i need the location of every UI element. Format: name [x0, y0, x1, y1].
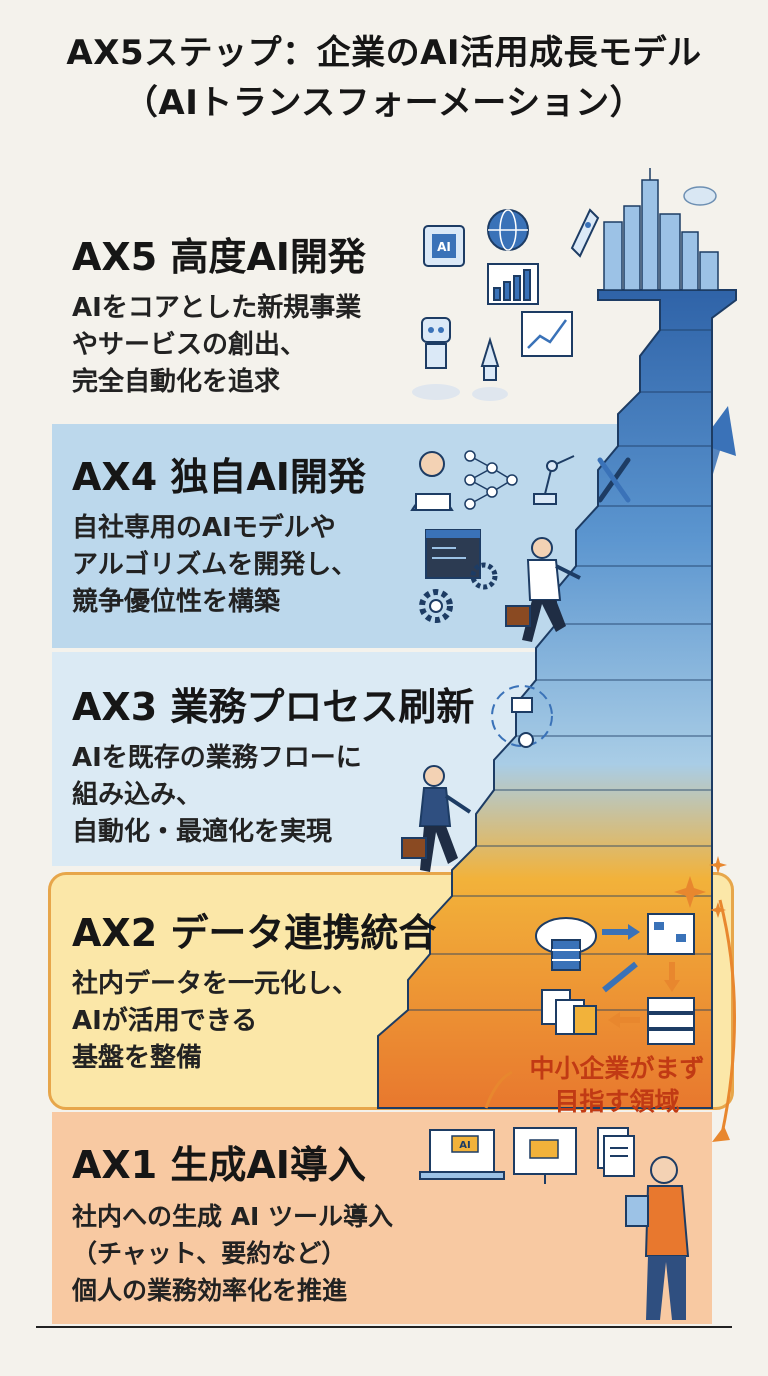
stage-ax2-heading: AX2 データ連携統合: [72, 911, 437, 955]
stage-ax3: AX3 業務プロセス刷新 AIを既存の業務フローに 組み込み、 自動化・最適化を…: [72, 682, 474, 851]
document-stack-icon: [597, 1127, 635, 1177]
stage-ax2-description: 社内データを一元化し、 AIが活用できる 基盤を整備: [72, 969, 359, 1073]
arrow-down-icon: [664, 962, 680, 992]
tools-icon: [597, 457, 631, 503]
process-flow-icon: [491, 685, 553, 748]
arrow-right-icon: [602, 924, 640, 940]
stage-ax1: AX1 生成AI導入 社内への生成 AI ツール導入 （チャット、要約など） 個…: [72, 1140, 393, 1309]
title-line-1: AX5ステップ：企業のAI活用成長モデル: [66, 33, 702, 73]
bottom-divider: [36, 1326, 732, 1328]
callout-arrowhead: [712, 1126, 730, 1142]
stage-ax4-heading: AX4 独自AI開発: [72, 455, 366, 499]
rocket-launch-icon: [472, 336, 508, 401]
flowchart-icon: [647, 913, 695, 955]
bar-chart-icon: [487, 263, 539, 305]
gear-icon: [419, 562, 498, 623]
ai-chip-label: AI: [437, 240, 451, 254]
robot-icon: [412, 317, 460, 400]
city-skyline-icon: [603, 168, 719, 291]
rocket-icon: [570, 208, 600, 258]
neural-network-icon: [464, 450, 518, 510]
laptop-ai-chat-icon: AI: [419, 1129, 505, 1180]
engineer-laptop-icon: [410, 451, 454, 511]
globe-icon: [487, 209, 529, 251]
title-line-2: （AIトランスフォーメーション）: [123, 83, 645, 123]
stage-ax4-description: 自社専用のAIモデルや アルゴリズムを開発し、 競争優位性を構築: [72, 513, 358, 617]
ai-chip-icon: AI: [423, 225, 465, 267]
businesswoman-climbing-icon: [401, 765, 472, 872]
sparkle-icon: [674, 856, 727, 918]
server-icon: [647, 997, 695, 1045]
document-icon: [541, 989, 597, 1035]
monitor-chat-icon: [513, 1127, 577, 1184]
stage-ax5-heading: AX5 高度AI開発: [72, 235, 366, 279]
stage-ax3-description: AIを既存の業務フローに 組み込み、 自動化・最適化を実現: [72, 743, 362, 847]
robot-arm-icon: [533, 455, 575, 505]
stage-ax2: AX2 データ連携統合 社内データを一元化し、 AIが活用できる 基盤を整備: [72, 908, 436, 1077]
cloud-icon: [683, 186, 717, 206]
laptop-ai-label: AI: [459, 1140, 470, 1151]
stage-ax4: AX4 独自AI開発 自社専用のAIモデルや アルゴリズムを開発し、 競争優位性…: [72, 452, 366, 621]
callout-arrow-icon: [484, 899, 736, 1135]
code-window-icon: [425, 529, 481, 579]
stage-ax1-description: 社内への生成 AI ツール導入 （チャット、要約など） 個人の業務効率化を推進: [72, 1202, 394, 1305]
businessman-climbing-icon: [505, 537, 581, 642]
cloud-database-icon: [535, 917, 597, 971]
sme-target-callout: 中小企業がまず 目指す領域: [529, 1054, 705, 1116]
stage-ax1-heading: AX1 生成AI導入: [72, 1143, 366, 1187]
arrow-left-icon: [608, 1012, 640, 1028]
stage-ax5: AX5 高度AI開発 AIをコアとした新規事業 やサービスの創出、 完全自動化を…: [72, 232, 366, 401]
arrow-diagonal-icon: [602, 961, 638, 993]
line-chart-icon: [521, 311, 573, 357]
person-tablet-icon: [625, 1156, 690, 1320]
stage-ax3-heading: AX3 業務プロセス刷新: [72, 685, 475, 729]
stage-ax5-description: AIをコアとした新規事業 やサービスの創出、 完全自動化を追求: [72, 293, 362, 397]
page-title: AX5ステップ：企業のAI活用成長モデル （AIトランスフォーメーション）: [0, 28, 768, 128]
